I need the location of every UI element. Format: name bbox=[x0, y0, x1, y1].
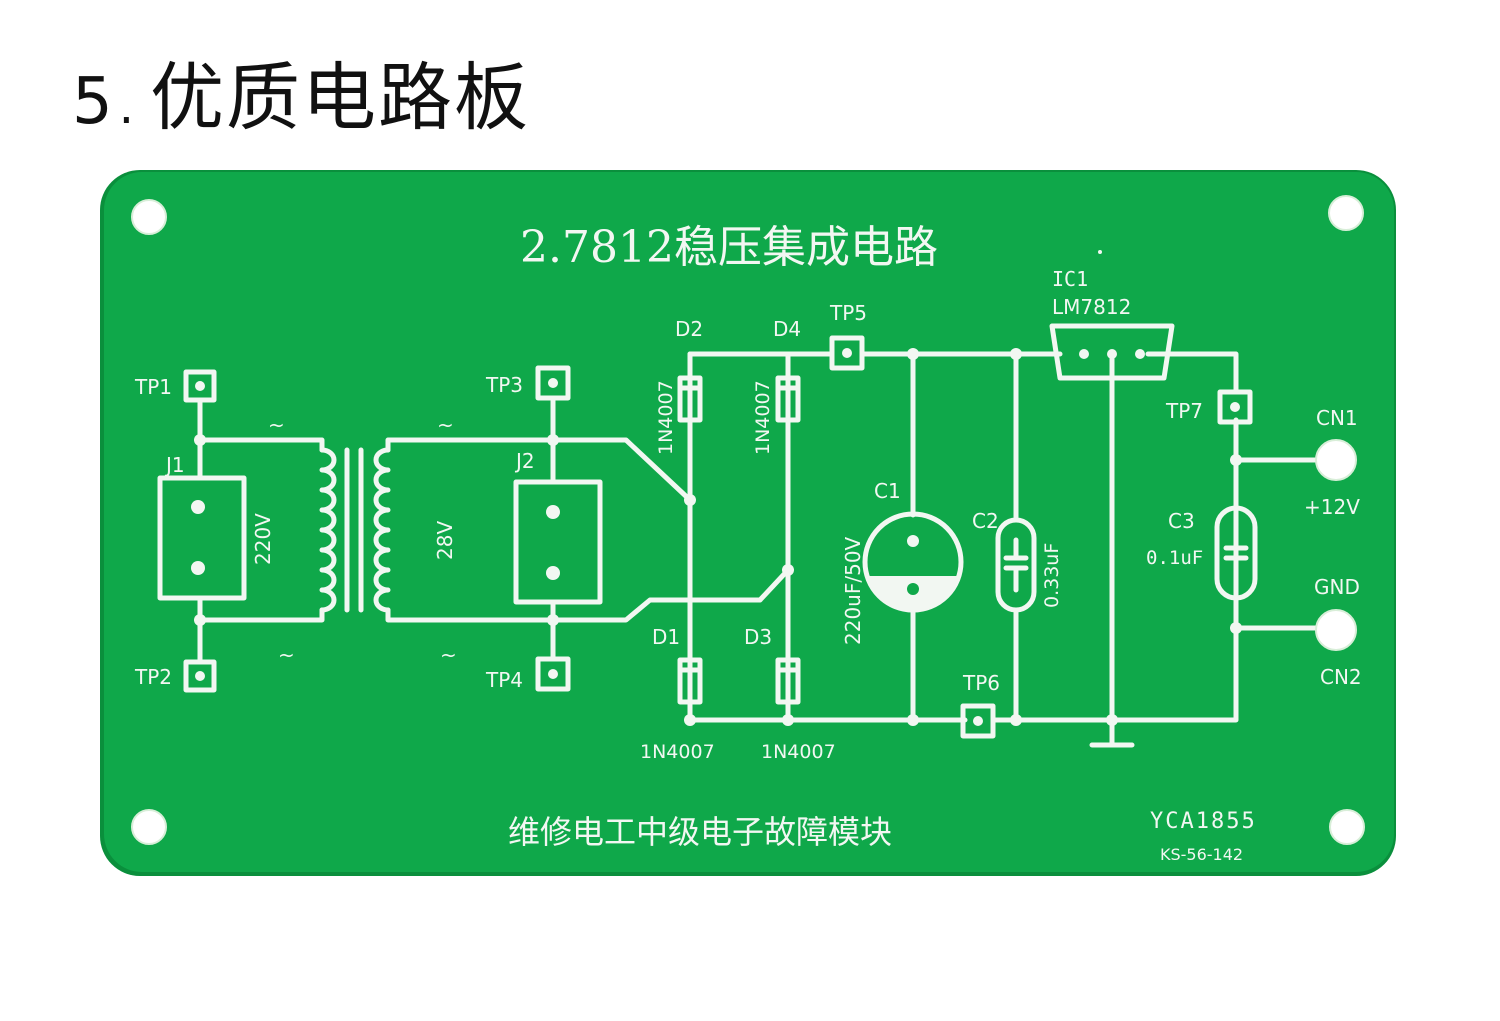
j2-connector bbox=[513, 479, 603, 605]
v220-label: 220V bbox=[251, 513, 275, 565]
d4-label: D4 bbox=[773, 317, 801, 341]
cn1-label: CN1 bbox=[1316, 406, 1358, 430]
bridge-rectifier: D2 D4 D1 D3 1N4007 1N4007 1N4007 1N4007 bbox=[640, 317, 968, 763]
d1-body bbox=[677, 657, 703, 705]
mounting-hole-top-left bbox=[131, 199, 167, 235]
c1-label: C1 bbox=[874, 479, 901, 503]
mounting-hole-top-right bbox=[1328, 195, 1364, 231]
tp4-label: TP4 bbox=[485, 668, 523, 692]
board-footer: 维修电工中级电子故障模块 bbox=[508, 813, 892, 851]
v28-label: 28V bbox=[433, 521, 457, 560]
pcb-board bbox=[104, 172, 1394, 872]
d3-label: D3 bbox=[744, 625, 772, 649]
d2-part: 1N4007 bbox=[655, 380, 677, 455]
d4-body bbox=[775, 375, 801, 423]
cn2-pad bbox=[1315, 609, 1357, 651]
board-code: YCA1855 bbox=[1150, 809, 1257, 834]
d2-body bbox=[677, 375, 703, 423]
d2-label: D2 bbox=[675, 317, 703, 341]
j1-label: J1 bbox=[164, 453, 185, 477]
heading-number: 5 bbox=[72, 65, 115, 139]
ic1-body bbox=[1049, 323, 1175, 381]
d1-part: 1N4007 bbox=[640, 741, 715, 763]
c3-body bbox=[1214, 505, 1258, 601]
tp7-pad bbox=[1217, 389, 1253, 425]
ic1-part: LM7812 bbox=[1052, 295, 1131, 319]
tp7-label: TP7 bbox=[1165, 399, 1203, 423]
tp3-label: TP3 bbox=[485, 373, 523, 397]
tilde-2: ~ bbox=[278, 643, 295, 667]
d4-part: 1N4007 bbox=[752, 380, 774, 455]
ic1-label: IC1 bbox=[1052, 267, 1088, 291]
secondary-section: ~ ~ 28V TP3 TP4 J2 bbox=[373, 365, 791, 692]
board-title: 2.7812稳压集成电路 bbox=[520, 222, 938, 273]
primary-section: TP1 TP2 J1 220V ~ ~ bbox=[134, 369, 337, 693]
tilde-3: ~ bbox=[437, 413, 454, 437]
c2-body bbox=[995, 517, 1037, 613]
plus12v-label: +12V bbox=[1304, 495, 1360, 519]
output-section: TP7 C3 0.1uF CN1 +12V GND CN2 bbox=[1146, 389, 1362, 689]
tilde-1: ~ bbox=[268, 413, 285, 437]
mounting-hole-bottom-left bbox=[131, 809, 167, 845]
cn2-label: CN2 bbox=[1320, 665, 1362, 689]
c2-label: C2 bbox=[972, 509, 999, 533]
c3-label: C3 bbox=[1168, 509, 1195, 533]
tilde-4: ~ bbox=[440, 643, 457, 667]
gnd-label: GND bbox=[1314, 575, 1360, 599]
tp5-label: TP5 bbox=[829, 301, 867, 325]
c2-value: 0.33uF bbox=[1041, 543, 1063, 608]
tp6-label: TP6 bbox=[962, 671, 1000, 695]
heading-text: 优质电路板 bbox=[149, 55, 530, 141]
j2-label: J2 bbox=[514, 449, 535, 473]
tp2-label: TP2 bbox=[134, 665, 172, 689]
d1-label: D1 bbox=[652, 625, 680, 649]
d3-body bbox=[775, 657, 801, 705]
tp1-label: TP1 bbox=[134, 375, 172, 399]
heading-separator: . bbox=[118, 79, 136, 135]
c3-value: 0.1uF bbox=[1146, 547, 1203, 569]
c1-value: 220uF/50V bbox=[841, 536, 865, 645]
page-heading: 5.优质电路板 bbox=[72, 38, 530, 145]
transformer-core bbox=[344, 447, 364, 613]
regulator-section: TP5 TP6 C1 220uF/50V C2 0.33uF IC1 LM bbox=[829, 250, 1239, 748]
mounting-hole-bottom-right bbox=[1329, 809, 1365, 845]
board-part-no: KS-56-142 bbox=[1160, 845, 1243, 864]
d3-part: 1N4007 bbox=[761, 741, 836, 763]
cn1-pad bbox=[1315, 439, 1357, 481]
